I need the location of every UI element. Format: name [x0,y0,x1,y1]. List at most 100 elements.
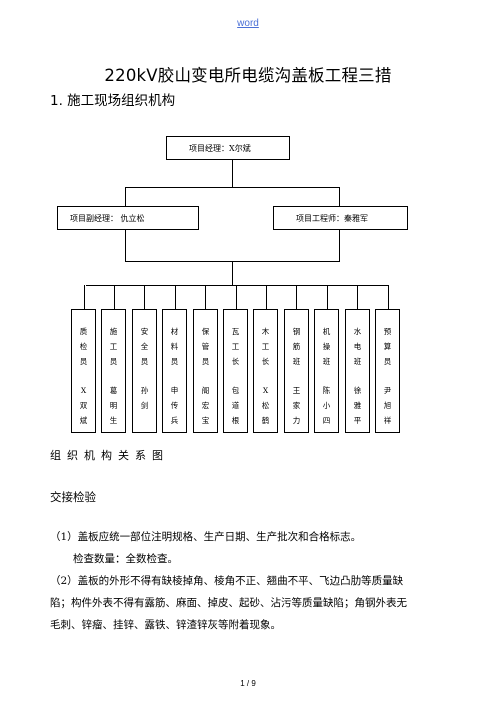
org-leaf-box: 瓦工长包道根 [223,309,248,433]
paragraph-line: 陷；构件外表不得有露筋、麻面、掉皮、起砂、沾污等质量缺陷；角钢外表无 [50,597,407,609]
connector [125,230,126,262]
connector [232,261,233,285]
org-leaf-role-char: 筋 [292,342,301,351]
org-leaf-role-char: 员 [140,357,149,366]
org-leaf-name-char: 申 [170,386,179,395]
org-leaf-role-char: 班 [292,357,301,366]
org-leaf-name-char: 力 [292,416,301,425]
org-leaf-name-char: 阁 [201,386,210,395]
org-leaf-name-char: 鹤 [261,416,270,425]
org-leaf-name-char: 宝 [201,416,210,425]
org-box-deputy: 项目副经理： 仇立松 [57,206,199,230]
org-leaf-box: 钢筋班王家力 [284,309,309,433]
org-leaf-role-char: 预 [383,327,392,336]
org-leaf-role-char: 料 [170,342,179,351]
connector [175,285,176,309]
org-leaf-box: 施工员葛明生 [101,309,126,433]
org-leaf-role-char: 员 [79,357,88,366]
org-leaf-role-char: 材 [170,327,179,336]
org-leaf-role-char: 员 [201,357,210,366]
page-number: 1 / 9 [240,679,256,688]
org-leaf-role-char: 员 [170,357,179,366]
org-leaf-role-char: 员 [383,357,392,366]
org-leaf-name-char: 祥 [383,416,392,425]
paragraph-line: （2）盖板的外形不得有缺棱掉角、棱角不正、翘曲不平、飞边凸肋等质量缺 [50,575,404,587]
connector [125,187,126,206]
org-leaf-name-char: 生 [109,416,118,425]
connector [296,285,297,309]
org-leaf-name-char: 明 [109,401,118,410]
org-leaf-name-char: 剑 [140,401,149,410]
org-leaf-role-char: 长 [261,357,270,366]
org-leaf-role-char: 工 [109,342,118,351]
org-leaf-role-char: 操 [322,342,331,351]
org-leaf-box: 安全员孙剑 [132,309,157,433]
org-leaf-role-char: 保 [201,327,210,336]
org-leaf-name-char: 根 [231,416,240,425]
org-leaf-box: 水电班徐雅平 [345,309,370,433]
connector [266,285,267,309]
org-leaf-role-char: 木 [261,327,270,336]
org-leaf-name-char: 小 [322,401,331,410]
org-leaf-role-char: 员 [109,357,118,366]
org-leaf-name-char: 松 [261,401,270,410]
org-box-engineer: 项目工程师：秦雅军 [273,206,408,230]
org-leaf-name-char: 尹 [383,386,392,395]
org-leaf-role-char: 全 [140,342,149,351]
org-leaf-role-char: 钢 [292,327,301,336]
connector [388,285,389,309]
connector [236,285,237,309]
connector [205,285,206,309]
org-leaf-name-char: 家 [292,401,301,410]
org-leaf-role-char: 工 [261,342,270,351]
connector [232,160,233,187]
connector [84,285,85,309]
org-leaf-role-char: 班 [353,357,362,366]
org-leaf-role-char: 长 [231,357,240,366]
org-leaf-name-char: 兵 [170,416,179,425]
org-leaf-name-char: 平 [353,416,362,425]
connector [339,230,340,262]
org-leaf-role-char: 安 [140,327,149,336]
org-leaf-role-char: 质 [79,327,88,336]
org-leaf-name-char: 四 [322,416,331,425]
org-leaf-box: 预算员尹旭祥 [375,309,400,433]
org-leaf-role-char: 水 [353,327,362,336]
connector [86,285,389,286]
org-leaf-name-char: 葛 [109,386,118,395]
paragraph-line: 毛刺、锌瘤、挂锌、露铁、锌渣锌灰等附着现象。 [50,619,281,631]
org-leaf-role-char: 班 [322,357,331,366]
org-leaf-name-char: X [80,386,87,395]
paragraph-line: （1）盖板应统一部位注明规格、生产日期、生产批次和合格标志。 [50,531,362,543]
org-leaf-role-char: 施 [109,327,118,336]
org-box-manager: 项目经理：X尔斌 [166,136,290,160]
org-leaf-role-char: 工 [231,342,240,351]
connector [327,285,328,309]
org-leaf-name-char: 包 [231,386,240,395]
org-leaf-name-char: 陈 [322,386,331,395]
paragraph-line: 检查数量：全数检查。 [73,553,178,565]
section-heading-org: 1. 施工现场组织机构 [50,93,176,109]
org-chart-caption: 组织机构关系图 [50,449,169,462]
org-leaf-role-char: 算 [383,342,392,351]
org-leaf-role-char: 电 [353,342,362,351]
connector [125,187,340,188]
org-leaf-name-char: X [262,386,269,395]
section-heading-inspection: 交接检验 [50,490,96,504]
org-leaf-name-char: 王 [292,386,301,395]
org-leaf-name-char: 传 [170,401,179,410]
org-leaf-box: 机操班陈小四 [314,309,339,433]
header-word-link[interactable]: word [237,18,259,29]
document-title: 220kV胶山变电所电缆沟盖板工程三措 [104,66,392,85]
org-leaf-name-char: 宏 [201,401,210,410]
org-leaf-role-char: 检 [79,342,88,351]
org-leaf-name-char: 旭 [383,401,392,410]
org-leaf-box: 保管员阁宏宝 [193,309,218,433]
org-leaf-role-char: 管 [201,342,210,351]
org-leaf-box: 材料员申传兵 [162,309,187,433]
org-leaf-name-char: 雅 [353,401,362,410]
connector [144,285,145,309]
